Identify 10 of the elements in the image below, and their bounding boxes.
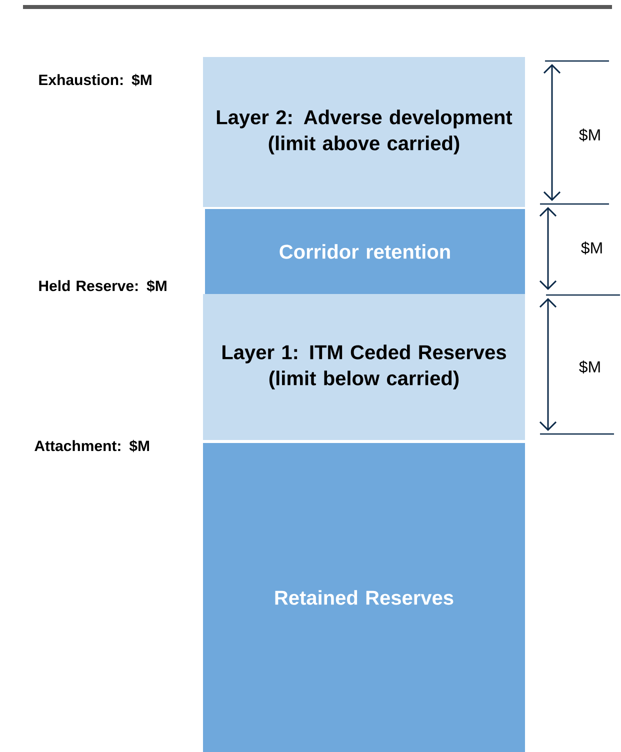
dimension-label: $M bbox=[581, 242, 602, 254]
level-label: Attachment: $M bbox=[34, 440, 150, 452]
retention-box: Corridor retention bbox=[205, 209, 525, 294]
layer-box: Layer 2: Adverse development (limit above carried) bbox=[203, 57, 525, 207]
dimension-label: $M bbox=[579, 128, 600, 142]
layer-box: Layer 1: ITM Ceded Reserves (limit below carried) bbox=[203, 294, 525, 440]
retention-box: Retained Reserves bbox=[203, 443, 525, 752]
dimension-label: $M bbox=[579, 360, 600, 374]
level-label: Held Reserve: $M bbox=[39, 280, 166, 292]
level-label: Exhaustion: $M bbox=[39, 74, 152, 86]
